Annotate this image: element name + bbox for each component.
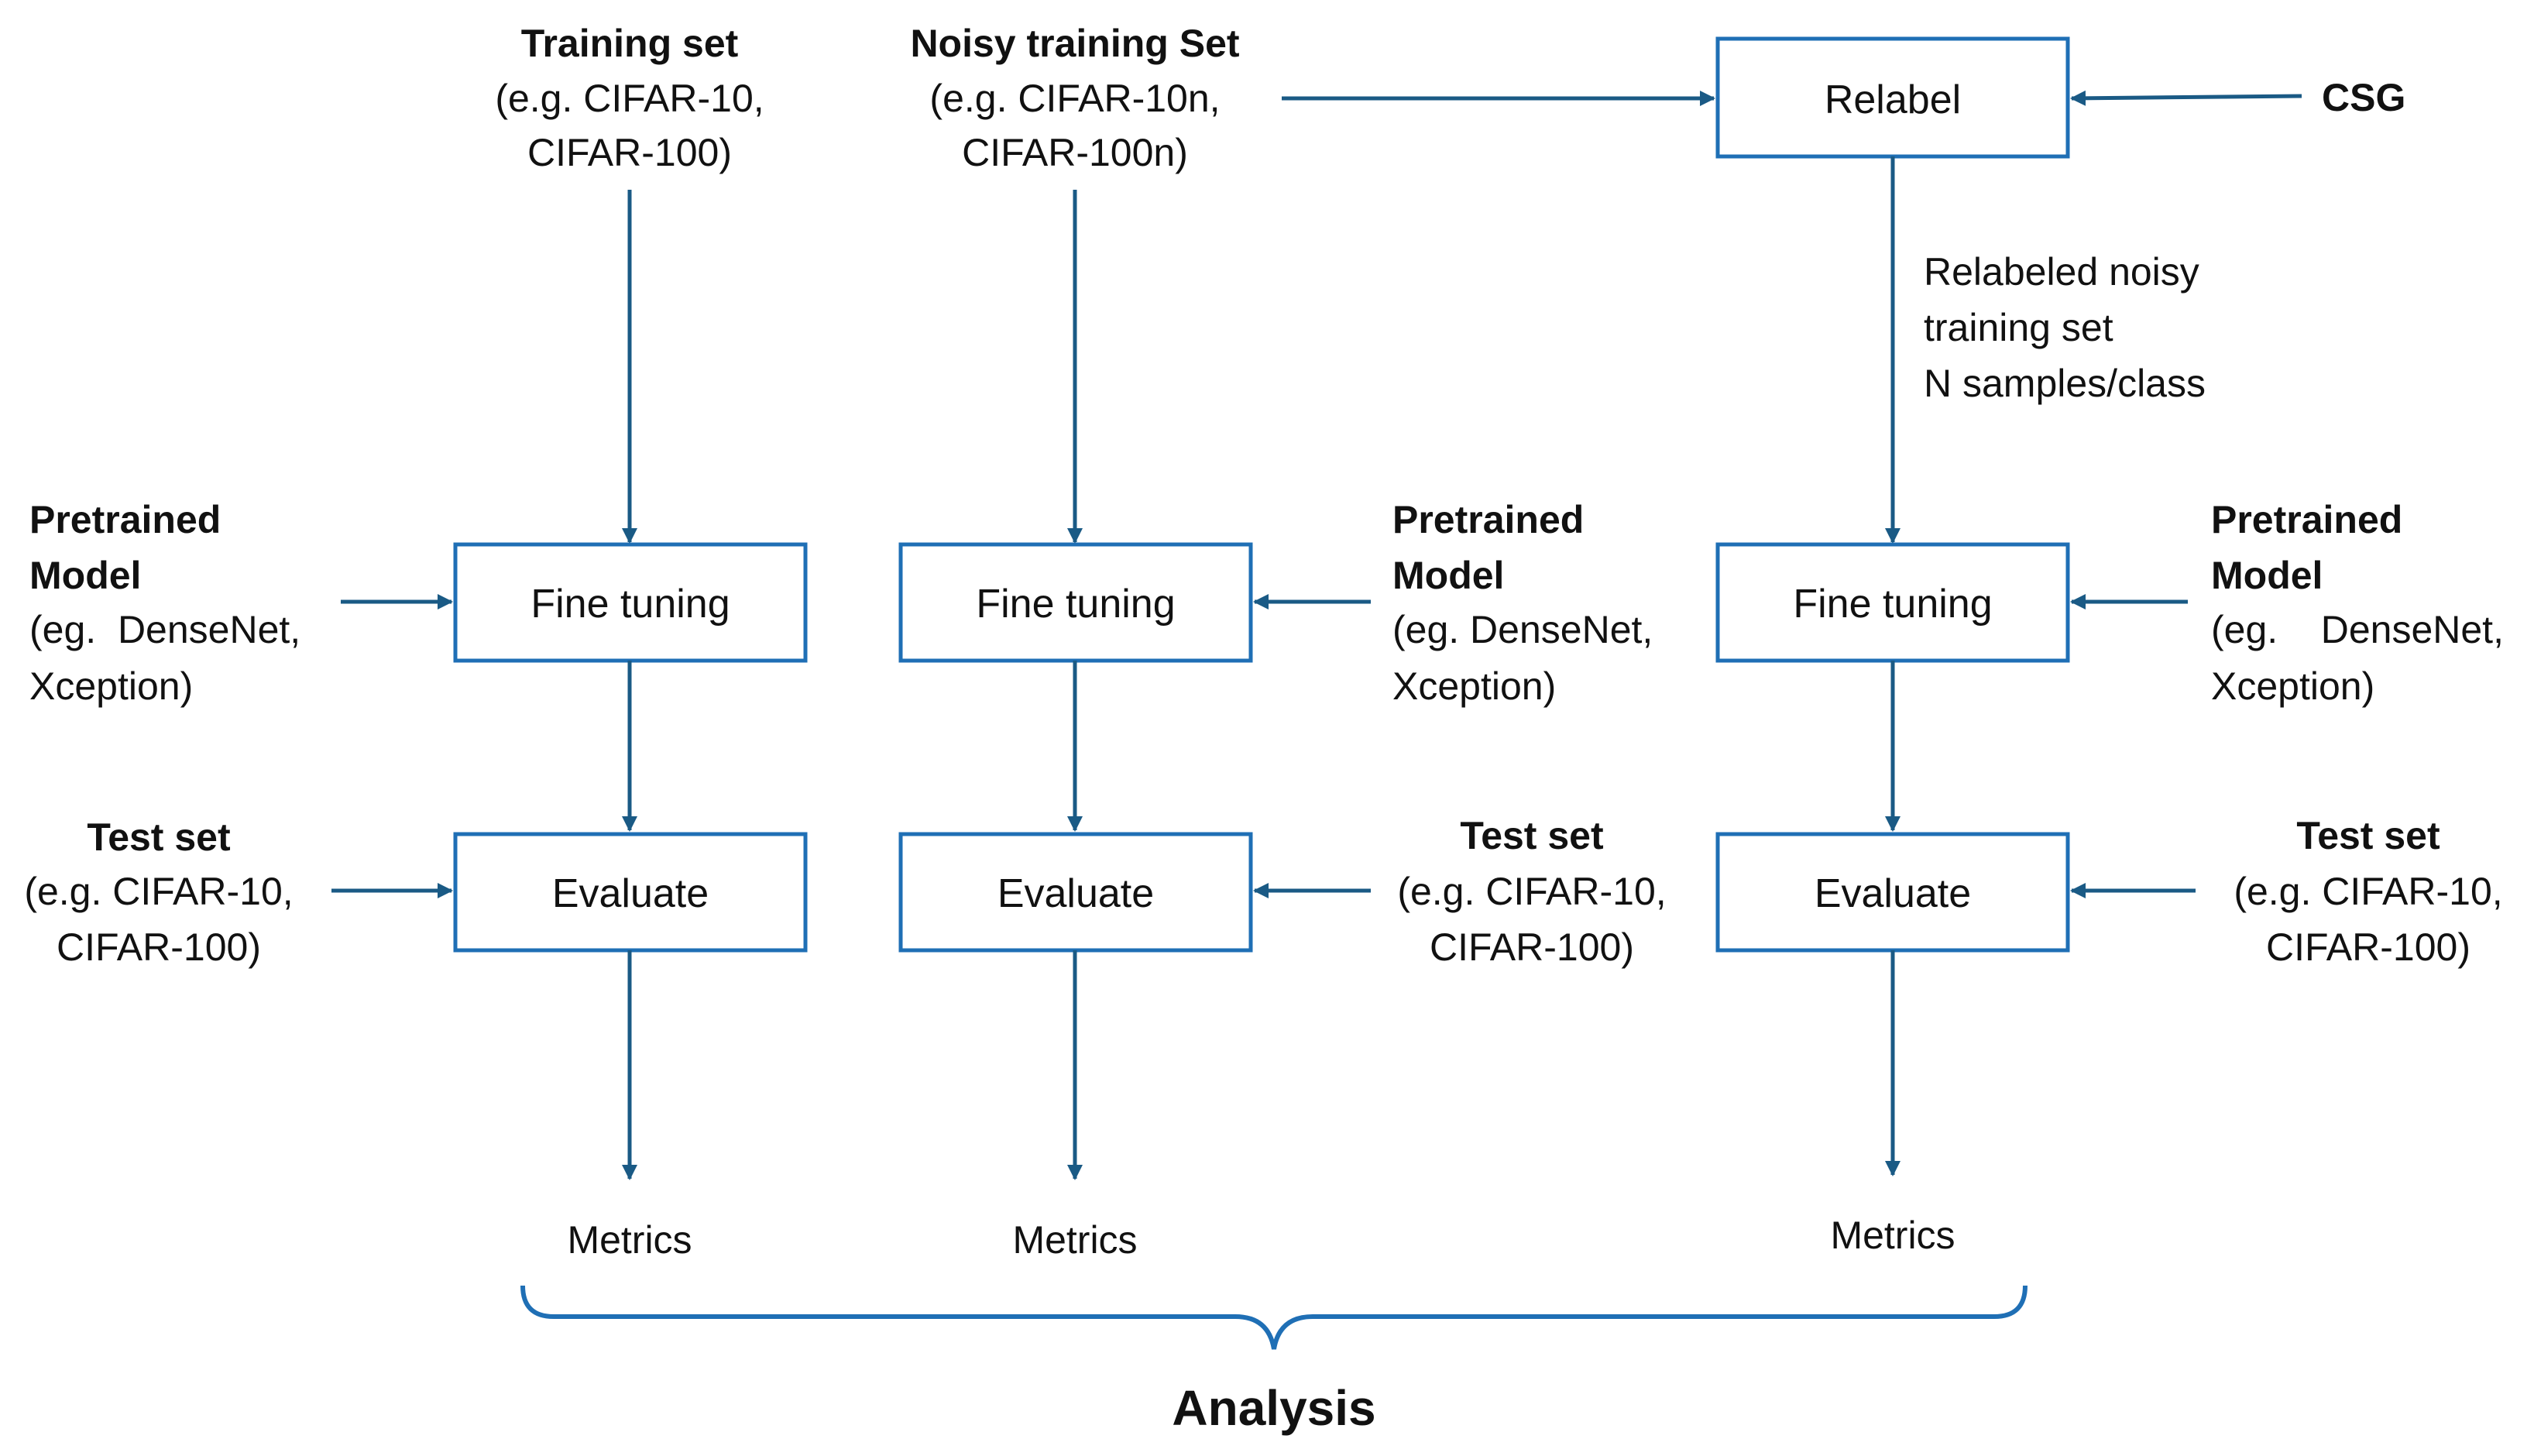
- pretrained-model-3-title1: Pretrained: [2211, 498, 2402, 541]
- relabeled-set-line-3: N samples/class: [1924, 362, 2206, 405]
- training-set-example-1: (e.g. CIFAR-10,: [495, 77, 764, 120]
- noisy-training-set-example-2: CIFAR-100n): [962, 131, 1188, 174]
- relabel-label: Relabel: [1825, 77, 1961, 122]
- relabeled-set-line-1: Relabeled noisy: [1924, 250, 2199, 294]
- pretrained-model-1-title1: Pretrained: [29, 498, 221, 541]
- evaluate-label-2: Evaluate: [997, 871, 1154, 916]
- evaluate-box-3: [1715, 832, 2070, 953]
- relabeled-set-line-2: training set: [1924, 306, 2113, 349]
- test-set-2-example-1: (e.g. CIFAR-10,: [1397, 870, 1666, 913]
- noisy-training-set-title: Noisy training Set: [910, 22, 1239, 65]
- metrics-label-1: Metrics: [567, 1218, 692, 1262]
- arrow-csg-to-relabel: [2070, 90, 2302, 106]
- test-set-1-title: Test set: [87, 816, 231, 859]
- pretrained-model-3-example-1: (eg. DenseNet,: [2211, 608, 2504, 651]
- training-set-title: Training set: [521, 22, 739, 65]
- pretrained-model-2-example-2: Xception): [1392, 664, 1556, 708]
- test-set-2-title: Test set: [1460, 814, 1604, 857]
- pretrained-model-2-title2: Model: [1392, 554, 1504, 597]
- fine-tuning-label-1: Fine tuning: [530, 582, 730, 627]
- pretrained-model-1-example-1: (eg. DenseNet,: [29, 608, 300, 651]
- pretrained-model-3-example-2: Xception): [2211, 664, 2374, 708]
- test-set-3-example-1: (e.g. CIFAR-10,: [2234, 870, 2502, 913]
- metrics-label-2: Metrics: [1012, 1218, 1137, 1262]
- fine-tuning-label-3: Fine tuning: [1793, 582, 1992, 627]
- pretrained-model-2-example-1: (eg. DenseNet,: [1392, 608, 1653, 651]
- test-set-3-title: Test set: [2296, 814, 2440, 857]
- analysis-label: Analysis: [1172, 1380, 1375, 1436]
- pretrained-model-2-title1: Pretrained: [1392, 498, 1584, 541]
- fine-tuning-box-2: [898, 542, 1253, 663]
- evaluate-label-3: Evaluate: [1815, 871, 1971, 916]
- relabel-box: [1715, 36, 2070, 159]
- test-set-2-example-2: CIFAR-100): [1430, 925, 1634, 969]
- pretrained-model-1-title2: Model: [29, 554, 141, 597]
- csg-label: CSG: [2322, 76, 2405, 119]
- test-set-1-example-2: CIFAR-100): [57, 925, 261, 969]
- training-set-example-2: CIFAR-100): [527, 131, 732, 174]
- analysis-brace: [520, 1285, 2028, 1350]
- test-set-1-example-1: (e.g. CIFAR-10,: [24, 870, 293, 913]
- test-set-3-example-2: CIFAR-100): [2266, 925, 2470, 969]
- metrics-label-3: Metrics: [1830, 1214, 1955, 1257]
- pretrained-model-3-title2: Model: [2211, 554, 2323, 597]
- fine-tuning-label-2: Fine tuning: [976, 582, 1175, 627]
- evaluate-label-1: Evaluate: [552, 871, 709, 916]
- pretrained-model-1-example-2: Xception): [29, 664, 193, 708]
- noisy-training-set-example-1: (e.g. CIFAR-10n,: [929, 77, 1220, 120]
- fine-tuning-box-1: [453, 542, 808, 663]
